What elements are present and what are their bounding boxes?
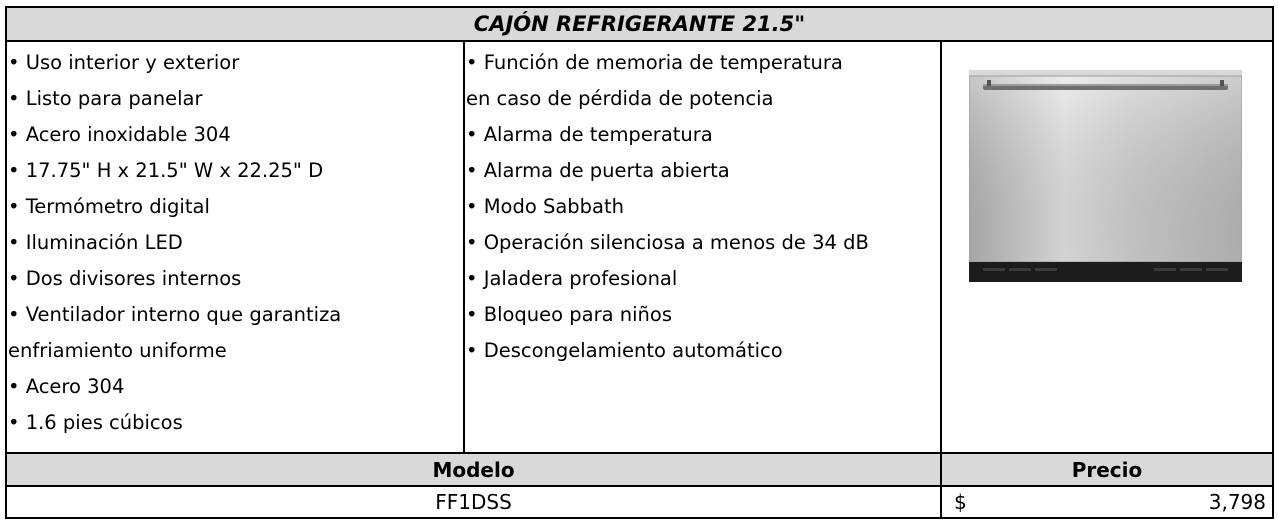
model-header: Modelo <box>5 452 942 486</box>
spec-sheet: CAJÓN REFRIGERANTE 21.5" • Uso interior … <box>5 6 1274 519</box>
feature-item: • Acero inoxidable 304 <box>8 123 231 146</box>
price-amount: 3,798 <box>1208 490 1266 514</box>
feature-item: • Jaladera profesional <box>466 267 678 290</box>
feature-item: • Iluminación LED <box>8 231 183 254</box>
feature-item: • Alarma de temperatura <box>466 123 713 146</box>
feature-item: • Operación silenciosa a menos de 34 dB <box>466 231 869 254</box>
feature-item: • Descongelamiento automático <box>466 339 783 362</box>
feature-item: • 1.6 pies cúbicos <box>8 411 183 434</box>
feature-item: enfriamiento uniforme <box>8 339 227 362</box>
feature-item: • Termómetro digital <box>8 195 210 218</box>
feature-item: • Modo Sabbath <box>466 195 624 218</box>
features-row: • Uso interior y exterior • Listo para p… <box>5 42 1274 452</box>
feature-list-right: • Función de memoria de temperatura en c… <box>465 42 940 369</box>
feature-item: en caso de pérdida de potencia <box>466 87 774 110</box>
model-value: FF1DSS <box>5 486 942 519</box>
feature-item: • Alarma de puerta abierta <box>466 159 730 182</box>
currency-symbol: $ <box>954 490 967 514</box>
feature-item: • Ventilador interno que garantiza <box>8 303 342 326</box>
refrigerator-drawer-image <box>969 70 1242 282</box>
feature-item: • Listo para panelar <box>8 87 203 110</box>
features-column-left: • Uso interior y exterior • Listo para p… <box>7 42 465 452</box>
feature-list-left: • Uso interior y exterior • Listo para p… <box>7 42 463 441</box>
feature-item: • Función de memoria de temperatura <box>466 51 843 74</box>
feature-item: • 17.75" H x 21.5" W x 22.25" D <box>8 159 324 182</box>
product-title: CAJÓN REFRIGERANTE 21.5" <box>5 6 1274 42</box>
feature-item: • Bloqueo para niños <box>466 303 673 326</box>
features-column-right: • Función de memoria de temperatura en c… <box>465 42 942 452</box>
product-image-cell <box>942 42 1274 452</box>
feature-item: • Dos divisores internos <box>8 267 242 290</box>
price-value-cell: $ 3,798 <box>940 486 1274 519</box>
feature-item: • Acero 304 <box>8 375 125 398</box>
price-header: Precio <box>940 452 1274 486</box>
feature-item: • Uso interior y exterior <box>8 51 240 74</box>
